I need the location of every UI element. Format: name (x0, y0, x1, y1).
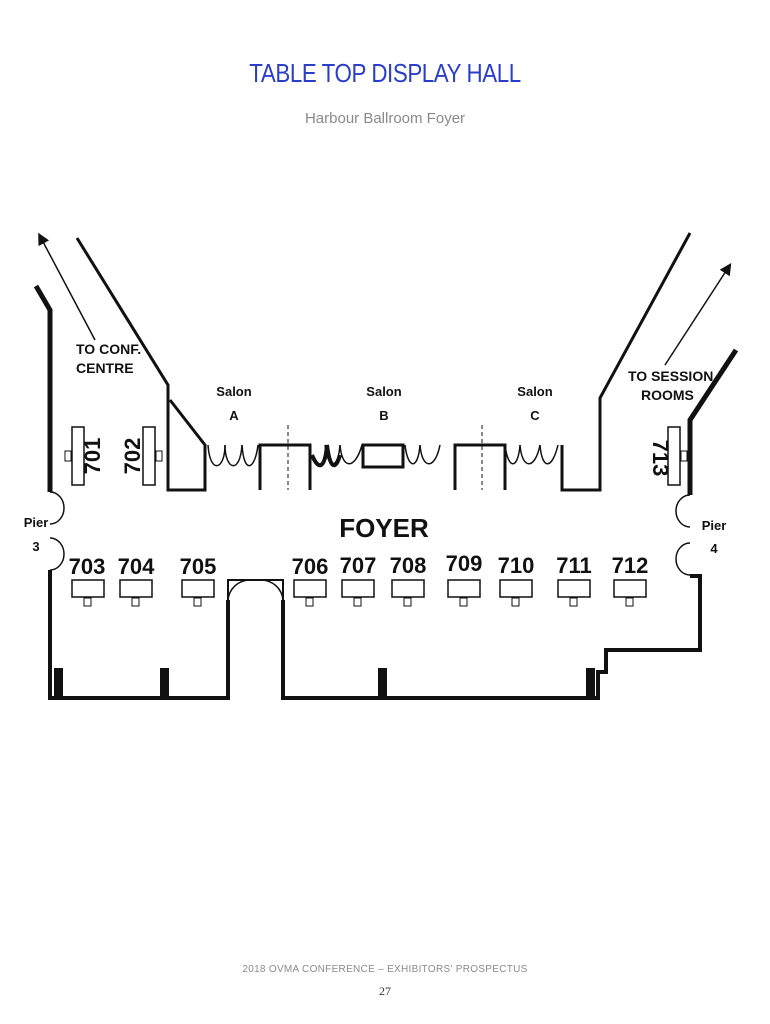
booth-701-number: 701 (80, 438, 105, 475)
salon-c-label-1: Salon (517, 384, 552, 399)
pier-4-label-1: Pier (702, 518, 727, 533)
footer-text: 2018 OVMA CONFERENCE – EXHIBITORS' PROSP… (242, 964, 528, 975)
arrow-to-conf-centre (38, 232, 96, 341)
page-title: TABLE TOP DISPLAY HALL (249, 58, 521, 88)
arrow-to-session-rooms (664, 262, 732, 366)
booth-711: 711 (556, 553, 592, 607)
salon-b-label-2: B (379, 408, 388, 423)
booth-705: 705 (180, 554, 217, 607)
booth-706: 706 (292, 554, 329, 607)
booth-707-number: 707 (340, 553, 377, 578)
page-subtitle: Harbour Ballroom Foyer (304, 110, 466, 127)
booth-710: 710 (498, 553, 535, 607)
booth-712: 712 (612, 553, 649, 607)
booth-703-number: 703 (69, 554, 106, 579)
booth-702-number: 702 (120, 438, 145, 475)
salon-a-label-1: Salon (216, 384, 251, 399)
session-rooms-label-1: TO SESSION (628, 368, 713, 384)
booth-705-number: 705 (180, 554, 217, 579)
salon-c-label-2: C (530, 408, 540, 423)
booth-701: 701 (64, 426, 105, 486)
booth-706-number: 706 (292, 554, 329, 579)
direction-arrows (38, 232, 732, 366)
booth-704-number: 704 (118, 554, 155, 579)
booth-711-number: 711 (556, 553, 592, 578)
booth-708-number: 708 (390, 553, 427, 578)
session-rooms-label-2: ROOMS (641, 387, 694, 403)
booth-709-number: 709 (446, 551, 483, 576)
booth-709: 709 (446, 551, 483, 607)
salon-walls (258, 425, 507, 490)
pier-4-label-2: 4 (710, 541, 718, 556)
booth-703: 703 (69, 554, 106, 607)
salon-b-label-1: Salon (366, 384, 401, 399)
page-number: 27 (379, 984, 391, 998)
salon-a-label-2: A (229, 408, 239, 423)
booth-707: 707 (340, 553, 377, 607)
pier-3-label-2: 3 (32, 539, 39, 554)
booth-713-number: 713 (648, 440, 673, 477)
building-walls (33, 232, 739, 700)
booth-702: 702 (120, 426, 163, 486)
conf-centre-label-2: CENTRE (76, 360, 134, 376)
pier-3-label-1: Pier (24, 515, 49, 530)
booth-713: 713 (648, 426, 688, 486)
booth-712-number: 712 (612, 553, 649, 578)
conf-centre-label-1: TO CONF. (76, 341, 141, 357)
booth-704: 704 (118, 554, 155, 607)
booth-708: 708 (390, 553, 427, 607)
foyer-label: FOYER (339, 513, 429, 543)
booth-710-number: 710 (498, 553, 535, 578)
